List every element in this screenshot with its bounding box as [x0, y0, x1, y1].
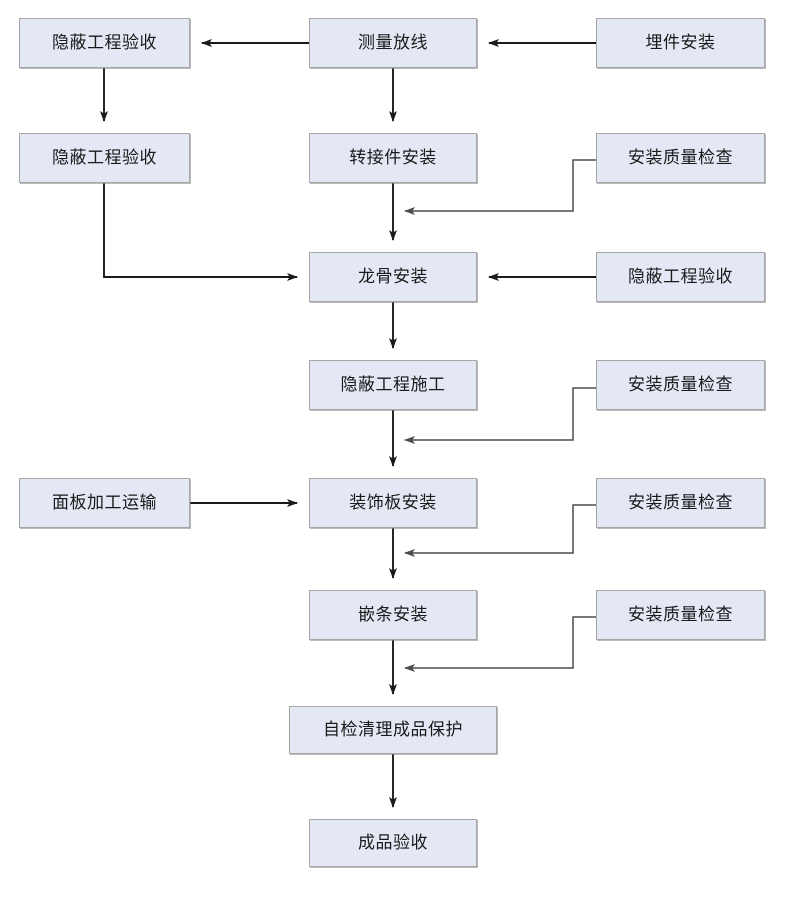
node-label: 隐蔽工程验收	[628, 266, 733, 287]
edge-n4-n7	[103, 183, 298, 281]
node-box[interactable]: 自检清理成品保护	[289, 706, 497, 754]
node-label: 嵌条安装	[358, 604, 428, 625]
node-box[interactable]: 嵌条安装	[309, 590, 477, 640]
node-box[interactable]: 隐蔽工程验收	[596, 252, 765, 302]
node-box[interactable]: 安装质量检查	[596, 360, 765, 410]
node-label: 测量放线	[358, 32, 428, 53]
node-box[interactable]: 隐蔽工程施工	[309, 360, 477, 410]
node-box[interactable]: 装饰板安装	[309, 478, 477, 528]
node-label: 龙骨安装	[358, 266, 428, 287]
node-box[interactable]: 隐蔽工程验收	[19, 18, 190, 68]
node-box[interactable]: 隐蔽工程验收	[19, 133, 190, 183]
node-label: 自检清理成品保护	[323, 719, 463, 740]
node-box[interactable]: 安装质量检查	[596, 478, 765, 528]
node-label: 隐蔽工程验收	[52, 147, 157, 168]
node-box[interactable]: 安装质量检查	[596, 590, 765, 640]
node-label: 安装质量检查	[628, 147, 733, 168]
node-label: 安装质量检查	[628, 374, 733, 395]
node-box[interactable]: 成品验收	[309, 819, 477, 867]
node-label: 安装质量检查	[628, 604, 733, 625]
node-box[interactable]: 龙骨安装	[309, 252, 477, 302]
node-label: 面板加工运输	[52, 492, 157, 513]
node-label: 隐蔽工程验收	[52, 32, 157, 53]
node-label: 装饰板安装	[349, 492, 437, 513]
node-label: 成品验收	[358, 832, 428, 853]
node-box[interactable]: 安装质量检查	[596, 133, 765, 183]
node-label: 转接件安装	[349, 147, 437, 168]
node-box[interactable]: 面板加工运输	[19, 478, 190, 528]
node-box[interactable]: 埋件安装	[596, 18, 765, 68]
node-box[interactable]: 测量放线	[309, 18, 477, 68]
node-label: 埋件安装	[645, 32, 716, 53]
node-label: 隐蔽工程施工	[340, 374, 446, 395]
node-label: 安装质量检查	[628, 492, 733, 513]
node-box[interactable]: 转接件安装	[309, 133, 477, 183]
